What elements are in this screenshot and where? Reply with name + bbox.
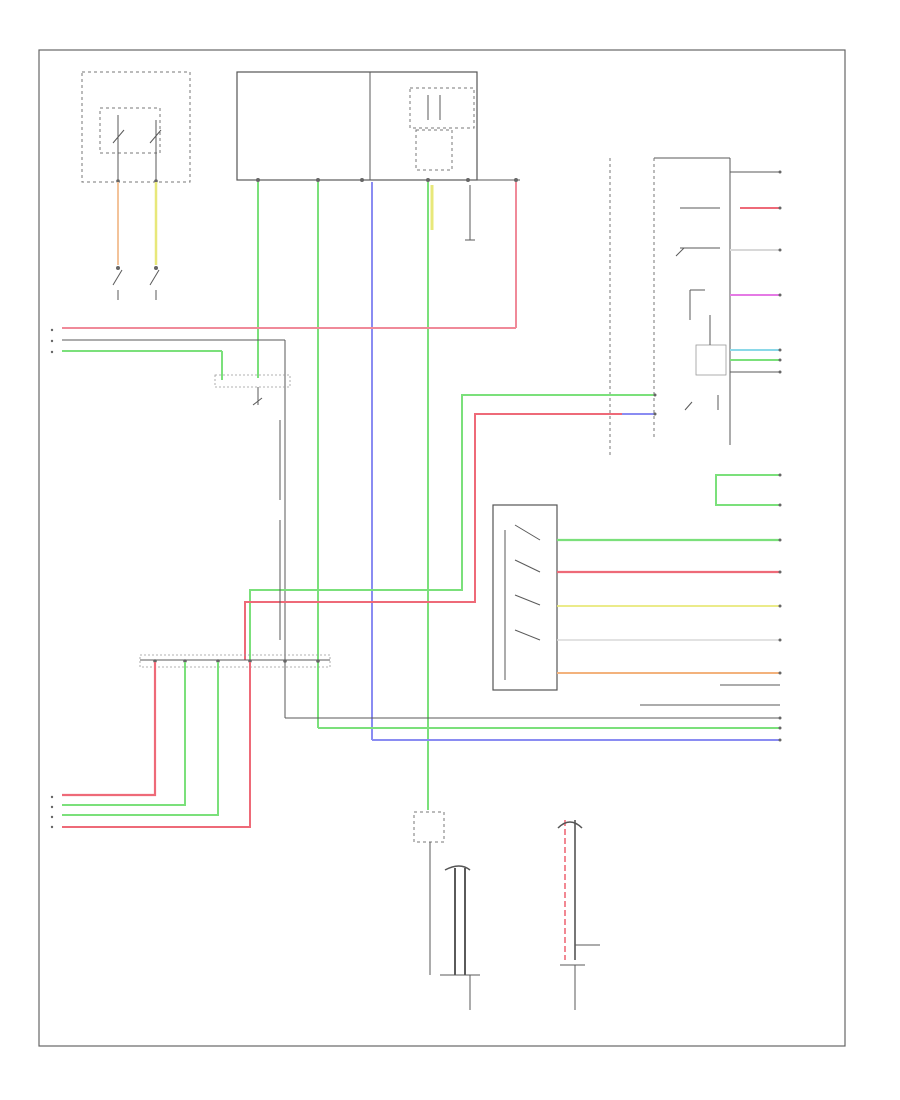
left-switches (112, 182, 160, 300)
right-green-loop (715, 473, 782, 507)
bottom-bus (284, 640, 782, 742)
vertical-wires-top (257, 182, 517, 810)
switch-block (492, 504, 782, 706)
top-ecu-box (236, 71, 520, 182)
cross-wires (244, 393, 657, 660)
skid-control-connector (557, 820, 600, 1010)
right-sensor-box (609, 157, 782, 455)
diagram-border (38, 49, 846, 1047)
lower-left-wires (62, 662, 251, 828)
left-connector-stack (139, 420, 331, 668)
left-terminals (50, 328, 54, 829)
mid-left-connector (214, 374, 291, 406)
start-relay-box (81, 71, 191, 183)
engine-control-connector (413, 811, 480, 1010)
